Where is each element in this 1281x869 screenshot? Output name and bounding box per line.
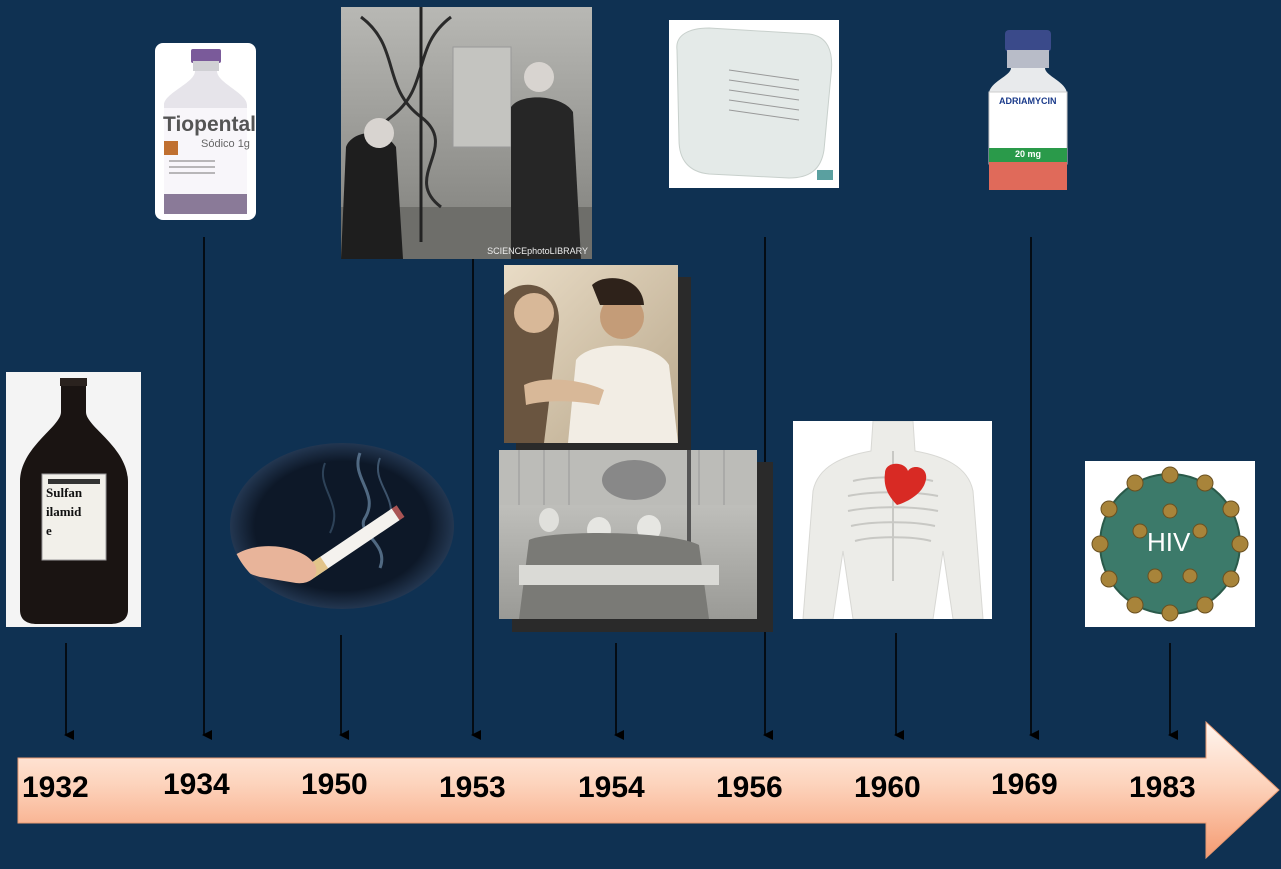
sulfanilamide-bottle-image: Sulfan ilamid e (6, 372, 141, 627)
tiopental-label: Tiopental (163, 113, 256, 137)
cigarette-icon (230, 443, 454, 609)
iv-bag-icon (669, 20, 839, 188)
vaccination-photo-front (504, 265, 678, 443)
tiopental-sub-label: Sódico 1g (201, 138, 250, 150)
year-1953: 1953 (439, 773, 506, 803)
adriamycin-vial-image: ADRIAMYCIN 20 mg (985, 28, 1071, 194)
year-1934: 1934 (163, 770, 230, 800)
surgery-photo (499, 450, 757, 619)
year-1983: 1983 (1129, 773, 1196, 803)
year-1969: 1969 (991, 770, 1058, 800)
heart-skeleton-image (793, 421, 992, 619)
sulfanilamide-label: Sulfan ilamid e (46, 483, 104, 540)
dna-model-photo: SCIENCEphotoLIBRARY (341, 7, 592, 259)
tiopental-vial-image: Tiopental Sódico 1g (155, 43, 256, 220)
adriamycin-dose: 20 mg (1015, 149, 1041, 159)
year-1950: 1950 (301, 770, 368, 800)
year-1932: 1932 (22, 773, 89, 803)
adriamycin-label: ADRIAMYCIN (999, 96, 1057, 106)
year-1956: 1956 (716, 773, 783, 803)
year-1960: 1960 (854, 773, 921, 803)
photo-credit: SCIENCEphotoLIBRARY (487, 246, 588, 256)
surgery-icon (499, 450, 757, 619)
vial-icon (985, 28, 1071, 194)
hiv-label: HIV (1147, 527, 1190, 558)
heart-icon (793, 421, 992, 619)
hiv-virus-image: HIV (1085, 461, 1255, 627)
iv-bag-image (669, 20, 839, 188)
vaccination-icon (504, 265, 678, 443)
year-1954: 1954 (578, 773, 645, 803)
dna-icon (341, 7, 592, 259)
cigarette-image (230, 443, 454, 609)
